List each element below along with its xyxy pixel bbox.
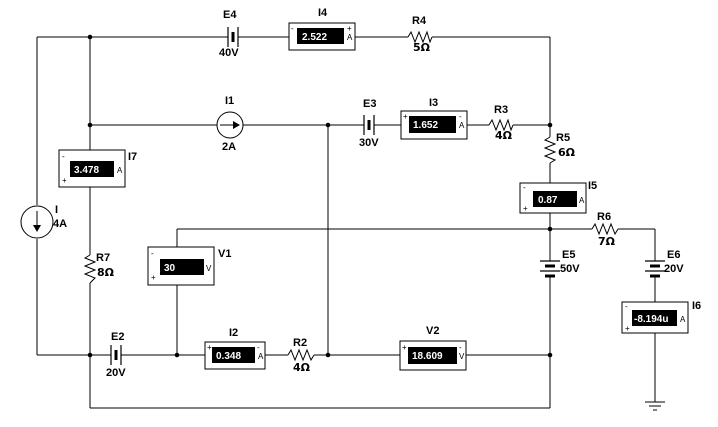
label-i4: I4 (318, 7, 328, 19)
label-v2: V2 (426, 325, 439, 337)
battery-e5-symbol (540, 255, 560, 281)
label-i1: I1 (225, 95, 234, 107)
current-source-i-symbol (20, 205, 54, 239)
current-source-i1-symbol (216, 111, 244, 139)
svg-text:+: + (151, 273, 156, 282)
svg-text:-: - (291, 24, 294, 33)
ammeter-i4: 2.522 - + A (288, 22, 356, 51)
label-r7: R7 (96, 252, 110, 264)
junction-dots (87, 34, 553, 358)
label-e5-value: 50V (560, 263, 580, 275)
resistor-r5-symbol (543, 136, 557, 164)
label-e5: E5 (562, 249, 575, 261)
label-e6-value: 20V (664, 263, 684, 275)
label-r6: R6 (597, 211, 611, 223)
svg-text:V: V (459, 352, 465, 361)
svg-text:+: + (523, 204, 528, 213)
battery-e2-symbol (105, 345, 129, 365)
ammeter-i7: 3.478 - + A (58, 149, 126, 188)
resistor-r7-symbol (83, 254, 97, 284)
label-i6: I6 (692, 300, 701, 312)
label-r4-value: 5Ω (413, 41, 431, 54)
label-e6: E6 (667, 249, 680, 261)
label-e2: E2 (111, 331, 124, 343)
ammeter-i5-reading: 0.87 (538, 195, 558, 206)
voltmeter-v2: 18.609 + - V (399, 340, 467, 371)
label-e3-value: 30V (359, 137, 379, 149)
label-e3: E3 (363, 98, 376, 110)
label-r5: R5 (556, 132, 570, 144)
label-e2-value: 20V (106, 367, 126, 379)
wires (36, 36, 656, 409)
ammeter-i5: 0.87 - + A (519, 182, 587, 214)
ammeter-i3-reading: 1.652 (413, 120, 438, 131)
label-r3: R3 (494, 104, 508, 116)
resistor-r3-symbol (488, 118, 514, 132)
svg-text:-: - (459, 343, 462, 352)
resistor-r2-symbol (287, 348, 315, 362)
battery-e3-symbol (358, 115, 382, 135)
ammeter-i2: 0.348 + - A (204, 341, 266, 370)
ammeter-i2-reading: 0.348 (216, 351, 241, 362)
svg-text:+: + (347, 24, 352, 33)
svg-text:-: - (459, 112, 462, 121)
svg-text:A: A (258, 352, 264, 361)
svg-text:+: + (402, 343, 407, 352)
label-i1-value: 2A (222, 141, 236, 153)
svg-text:+: + (403, 112, 408, 121)
resistor-r4-symbol (407, 30, 433, 44)
svg-text:-: - (257, 343, 260, 352)
ammeter-i3: 1.652 + - A (400, 110, 468, 140)
ammeter-i4-reading: 2.522 (302, 32, 327, 43)
voltmeter-v1-reading: 30 (164, 263, 176, 274)
svg-text:A: A (459, 121, 465, 130)
label-v1: V1 (218, 248, 231, 260)
label-r7-value: 8Ω (97, 266, 115, 279)
voltmeter-v1: 30 - + V (147, 246, 215, 286)
label-i: I (55, 204, 58, 216)
svg-text:-: - (625, 302, 628, 311)
svg-text:+: + (207, 343, 212, 352)
label-i5: I5 (588, 180, 597, 192)
svg-text:-: - (151, 249, 154, 258)
battery-e4-symbol (220, 27, 244, 47)
svg-text:-: - (62, 152, 65, 161)
svg-text:A: A (579, 196, 585, 205)
label-r6-value: 7Ω (598, 235, 616, 248)
svg-text:A: A (117, 166, 123, 175)
svg-text:+: + (62, 176, 67, 185)
svg-text:A: A (347, 33, 353, 42)
svg-text:-: - (523, 183, 526, 192)
voltmeter-v2-reading: 18.609 (412, 351, 443, 362)
label-r2-value: 4Ω (293, 361, 311, 374)
label-r2: R2 (293, 337, 307, 349)
label-i7: I7 (128, 151, 137, 163)
battery-e6-symbol (645, 255, 665, 281)
ground-icon (645, 401, 665, 411)
label-r5-value: 6Ω (558, 146, 576, 159)
label-i-value: 4A (53, 218, 67, 230)
svg-text:V: V (206, 264, 212, 273)
component-labels: E4 40V I4 R4 5Ω I1 2A E3 30V I3 R3 4Ω R5… (53, 7, 701, 379)
label-r4: R4 (412, 15, 427, 27)
svg-text:A: A (680, 315, 686, 324)
label-e4: E4 (223, 9, 237, 21)
label-i2: I2 (229, 327, 238, 339)
svg-text:+: + (625, 324, 630, 333)
label-e4-value: 40V (219, 47, 239, 59)
label-i3: I3 (429, 97, 438, 109)
label-r3-value: 4Ω (495, 129, 513, 142)
ammeter-i6: -8.194u - + A (621, 301, 689, 334)
ammeter-i6-reading: -8.194u (634, 314, 668, 325)
ammeter-i7-reading: 3.478 (74, 165, 99, 176)
resistor-r6-symbol (591, 222, 619, 236)
